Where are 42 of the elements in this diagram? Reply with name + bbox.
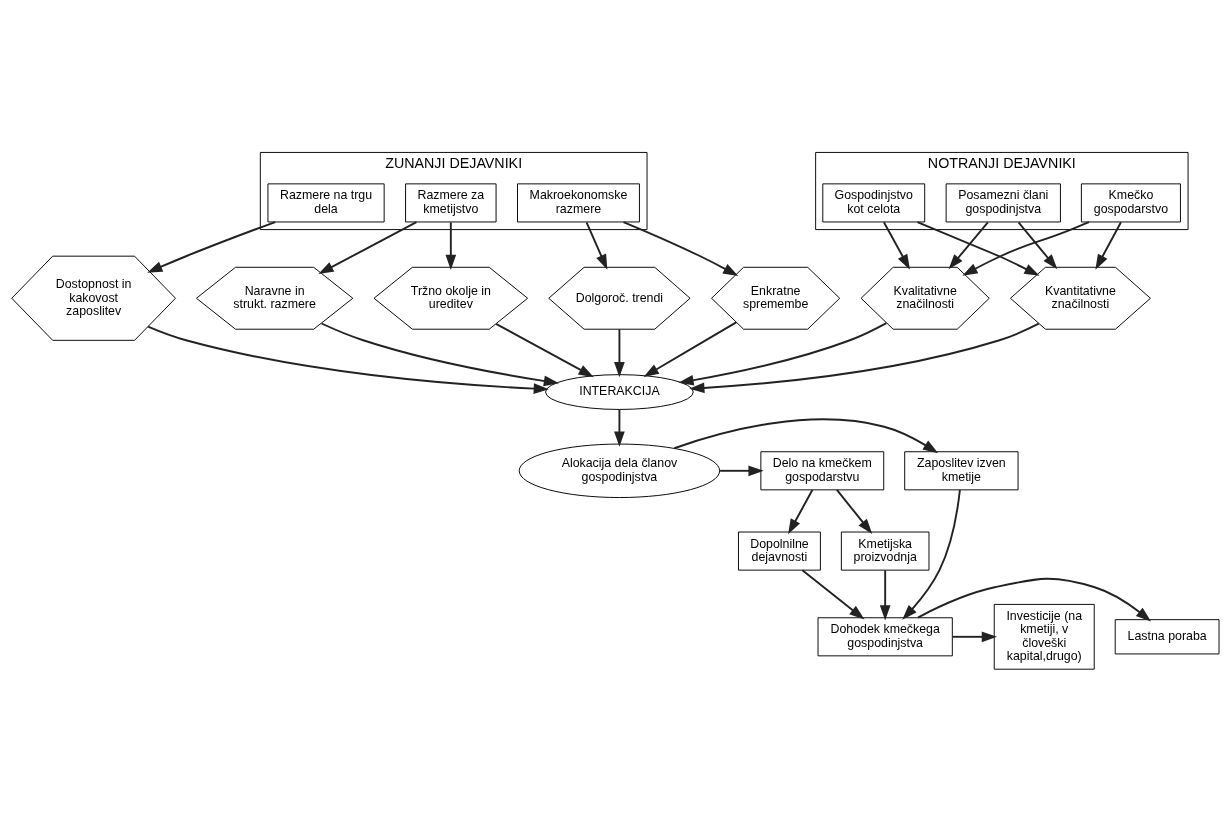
node-box: Delo na kmečkem gospodarstvu <box>760 450 885 490</box>
arrow <box>1095 220 1122 270</box>
node-box: Dopolnilne dejavnosti <box>738 531 821 571</box>
arrow <box>882 220 910 270</box>
node-box: Posamezni člani gospodinjstva <box>945 182 1061 222</box>
arrow <box>320 322 560 386</box>
node-box: Investicije (na kmetiji, v človeški kapital,drugo) <box>993 603 1095 670</box>
arrow <box>902 488 961 620</box>
node-box: Zaposlitev izven kmetije <box>904 450 1019 490</box>
arrow <box>585 220 608 270</box>
arrow <box>879 568 891 621</box>
arrow <box>788 488 814 534</box>
arrow <box>835 488 873 534</box>
arrow <box>678 321 888 386</box>
node-box: Razmere za kmetijstvo <box>405 182 497 222</box>
arrow <box>1017 220 1058 269</box>
node-box: Dohodek kmečkega gospodinjstva <box>817 616 953 656</box>
arrow <box>147 220 277 273</box>
node-box: Kmetijska proizvodnja <box>840 531 930 571</box>
arrow <box>673 417 939 453</box>
arrow <box>948 220 989 269</box>
arrow <box>917 577 1152 621</box>
node-box: Razmere na trgu dela <box>267 182 385 222</box>
arrow <box>318 220 418 274</box>
arrow <box>719 464 764 476</box>
node-box: Makroekonomske razmere <box>517 182 640 222</box>
arrow <box>445 220 457 270</box>
arrow <box>916 220 1040 276</box>
arrow <box>801 568 865 619</box>
node-box: Gospodinjstvo kot celota <box>822 182 926 222</box>
arrow <box>495 322 594 377</box>
node-box: Lastna poraba <box>1114 618 1220 654</box>
arrow <box>689 322 1040 393</box>
node-box: Kmečko gospodarstvo <box>1080 182 1181 222</box>
arrow <box>962 220 1090 276</box>
arrow <box>622 220 739 276</box>
arrow <box>614 408 625 447</box>
arrow <box>147 325 549 394</box>
arrow <box>643 320 738 377</box>
arrow <box>951 630 997 642</box>
node-ellipse: Alokacija dela članov gospodinjstva <box>518 443 721 498</box>
arrow <box>614 327 625 377</box>
